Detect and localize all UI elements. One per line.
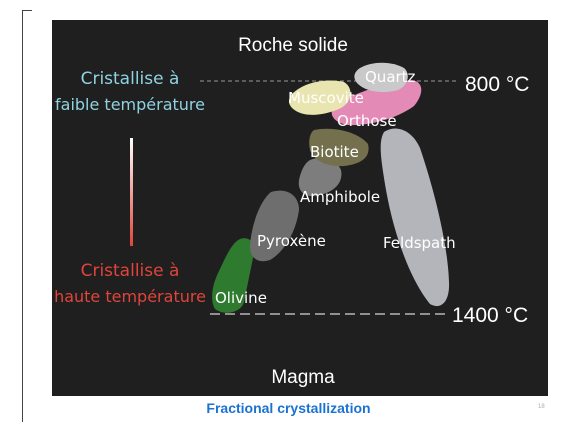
- page-number: 18: [538, 404, 545, 410]
- temp-low-label: 800 °C: [465, 73, 529, 96]
- diagram-board: Roche solide Magma Cristallise à faible …: [52, 20, 548, 396]
- temp-high-label: 1400 °C: [452, 304, 528, 327]
- amphibole-label: Amphibole: [300, 188, 380, 206]
- low-temp-label-line1: Cristallise à: [81, 69, 180, 89]
- top-label: Roche solide: [238, 35, 348, 56]
- low-temp-label-line2: faible température: [55, 95, 205, 114]
- olivine-label: Olivine: [215, 289, 267, 307]
- temperature-gradient-bar: [130, 138, 133, 246]
- orthose-label: Orthose: [337, 112, 397, 130]
- feldspath-shape: [381, 129, 449, 307]
- feldspath-label: Feldspath: [383, 234, 456, 252]
- slide-frame-top: [22, 10, 32, 11]
- high-temp-label-line2: haute température: [54, 287, 206, 306]
- quartz-label: Quartz: [365, 68, 416, 86]
- crystallization-diagram: Roche solide Magma Cristallise à faible …: [52, 20, 548, 396]
- pyroxene-label: Pyroxène: [257, 232, 326, 250]
- bottom-label: Magma: [271, 367, 335, 388]
- pyroxene-shape: [250, 191, 299, 262]
- slide-frame-left: [22, 10, 23, 422]
- slide-caption: Fractional crystallization: [0, 400, 577, 416]
- high-temp-label-line1: Cristallise à: [81, 261, 180, 281]
- muscovite-label: Muscovite: [288, 89, 364, 107]
- biotite-label: Biotite: [310, 143, 359, 161]
